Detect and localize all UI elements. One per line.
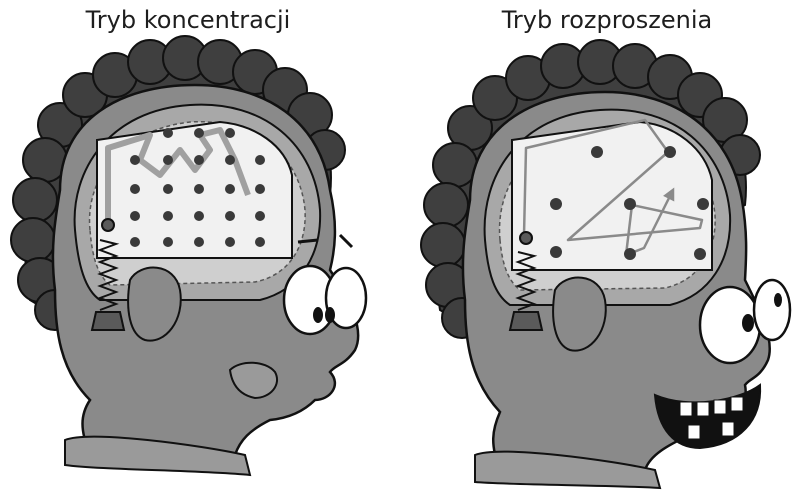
focused-eyes: [284, 266, 366, 334]
focused-mode-figure: [11, 36, 366, 475]
focused-eyebrow: [298, 240, 318, 242]
focused-eyebrow-2: [340, 235, 352, 247]
diffuse-mode-figure: [421, 40, 790, 488]
diffuse-eyes: [700, 280, 790, 363]
